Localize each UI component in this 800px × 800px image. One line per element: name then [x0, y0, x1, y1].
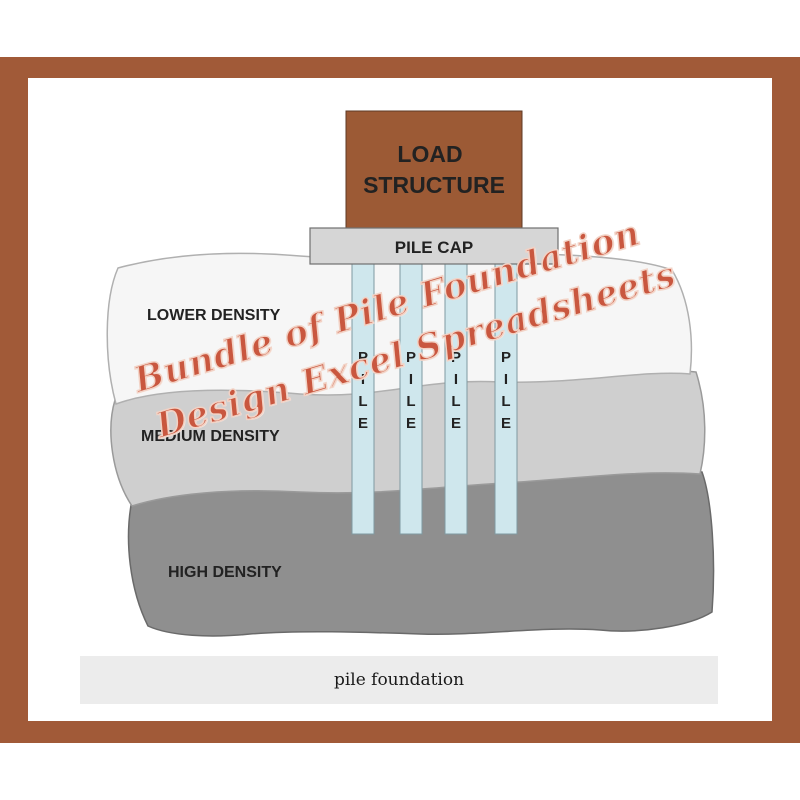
caption-box: pile foundation [80, 656, 718, 704]
pile-1-letter-3: L [358, 393, 367, 410]
pile-3-letter-2: I [454, 371, 458, 388]
pile-2-letter-3: L [406, 393, 415, 410]
pile-4-letter-3: L [501, 393, 510, 410]
pile-3-letter-1: P [451, 349, 461, 366]
pile-2-letter-4: E [406, 415, 416, 432]
pile-cap [309, 227, 559, 265]
pile-2-letter-1: P [406, 349, 416, 366]
pile-cap-label: PILE CAP [395, 238, 473, 257]
medium-density-label: MEDIUM DENSITY [141, 428, 280, 445]
pile-1-letter-1: P [358, 349, 368, 366]
pile-1-letter-4: E [358, 415, 368, 432]
structure-label: STRUCTURE [363, 172, 505, 198]
caption: pile foundation [333, 670, 465, 690]
high-density-label: HIGH DENSITY [168, 564, 282, 581]
load-structure-box [345, 110, 523, 230]
pile-4-letter-1: P [501, 349, 511, 366]
lower-density-label: LOWER DENSITY [147, 307, 281, 324]
pile-2-letter-2: I [409, 371, 413, 388]
pile-3-letter-3: L [451, 393, 460, 410]
pile-4-letter-4: E [501, 415, 511, 432]
load-label: LOAD [397, 141, 462, 167]
pile-4-letter-2: I [504, 371, 508, 388]
pile-3-letter-4: E [451, 415, 461, 432]
pile-1-letter-2: I [361, 371, 365, 388]
